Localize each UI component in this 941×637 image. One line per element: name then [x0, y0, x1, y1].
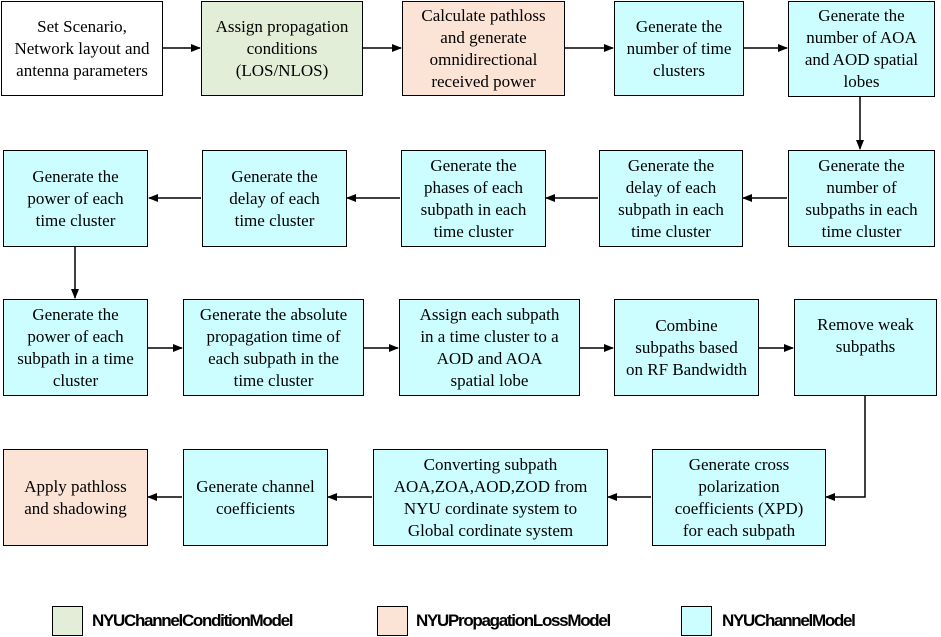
- legend-label-propagation: NYUPropagationLossModel: [416, 611, 611, 630]
- legend-label-channel: NYUChannelModel: [722, 611, 856, 630]
- step-generate-channel-coefficients: Generate channel coefficients: [183, 449, 328, 546]
- step-apply-pathloss-shadowing: Apply pathloss and shadowing: [3, 449, 148, 546]
- step-phases-of-subpath: Generate the phases of each subpath in e…: [401, 150, 546, 247]
- legend-label-condition: NYUChannelConditionModel: [92, 611, 293, 630]
- step-assign-propagation-conditions: Assign propagation conditions (LOS/NLOS): [201, 1, 363, 96]
- step-assign-subpath-to-lobe: Assign each subpath in a time cluster to…: [399, 299, 580, 396]
- legend-swatch-condition: [52, 606, 83, 636]
- step-absolute-propagation-time: Generate the absolute propagation time o…: [183, 299, 364, 396]
- step-number-of-spatial-lobes: Generate the number of AOA and AOD spati…: [788, 1, 935, 97]
- step-remove-weak-subpaths: Remove weak subpaths: [794, 299, 937, 396]
- step-number-of-subpaths: Generate the number of subpaths in each …: [788, 150, 935, 247]
- step-cross-polarization: Generate cross polarization coefficients…: [652, 449, 826, 546]
- step-convert-coordinate-system: Converting subpath AOA,ZOA,AOD,ZOD from …: [373, 449, 608, 546]
- legend-swatch-propagation: [377, 606, 408, 636]
- arrow-b15-b19: [825, 396, 866, 501]
- step-delay-of-time-cluster: Generate the delay of each time cluster: [202, 150, 347, 247]
- legend-swatch-channel: [681, 606, 712, 636]
- step-calculate-pathloss: Calculate pathloss and generate omnidire…: [402, 1, 565, 96]
- step-set-scenario: Set Scenario, Network layout and antenna…: [1, 1, 163, 96]
- step-power-of-time-cluster: Generate the power of each time cluster: [3, 150, 148, 247]
- step-delay-of-subpath: Generate the delay of each subpath in ea…: [599, 150, 743, 247]
- step-combine-subpaths: Combine subpaths based on RF Bandwidth: [614, 299, 759, 396]
- step-number-of-time-clusters: Generate the number of time clusters: [614, 1, 744, 96]
- step-power-of-subpath: Generate the power of each subpath in a …: [3, 299, 148, 396]
